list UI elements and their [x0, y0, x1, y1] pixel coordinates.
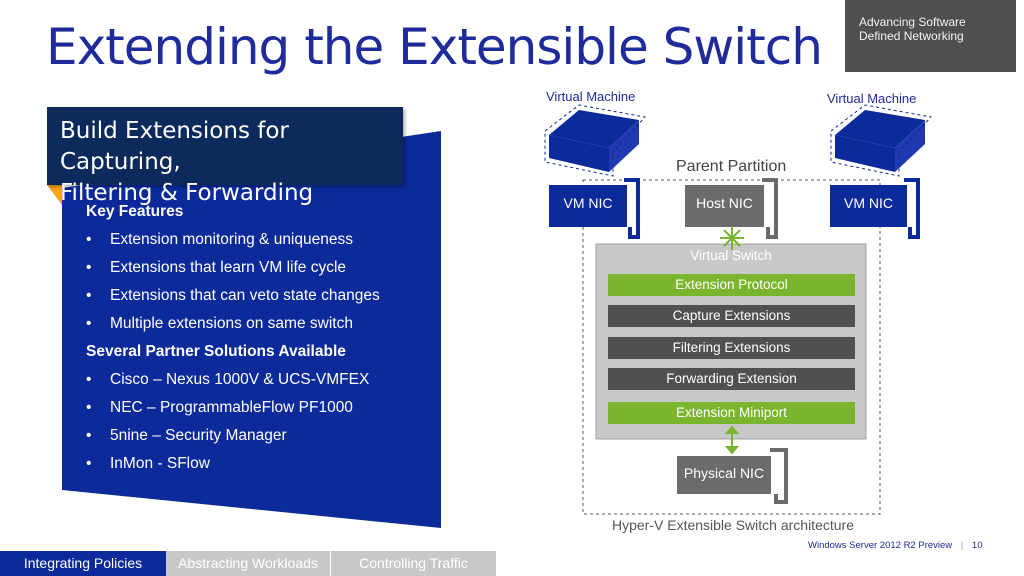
- nic-card-host: [685, 178, 778, 239]
- features-list: Key Features • Extension monitoring & uni…: [86, 200, 431, 480]
- list-item: • 5nine – Security Manager: [86, 424, 431, 452]
- corner-label-box: Advancing Software Defined Networking: [845, 0, 1016, 72]
- list-item-text: InMon - SFlow: [110, 455, 210, 472]
- bullet: •: [86, 259, 92, 276]
- orange-accent: [47, 185, 62, 205]
- subtitle-box: Build Extensions for Capturing, Filterin…: [47, 107, 403, 206]
- host-nic-label: Host NIC: [696, 195, 753, 211]
- nic-card-right: [830, 178, 920, 239]
- physical-nic-label: Physical NIC: [683, 465, 765, 481]
- slide-title: Extending the Extensible Switch: [46, 18, 823, 76]
- corner-label-line2: Defined Networking: [859, 29, 964, 43]
- vm-label-left: Virtual Machine: [546, 89, 636, 104]
- list-item: • Cisco – Nexus 1000V & UCS-VMFEX: [86, 368, 431, 396]
- bullet: •: [86, 315, 92, 332]
- subtitle-line2: Filtering & Forwarding: [60, 180, 314, 206]
- page-number: 10: [971, 540, 983, 551]
- layer-extension-miniport: Extension Miniport: [608, 402, 855, 424]
- footer-product-info: Windows Server 2012 R2 Preview | 10: [808, 540, 982, 551]
- diagram-caption: Hyper-V Extensible Switch architecture: [612, 517, 854, 533]
- bullet: •: [86, 427, 92, 444]
- features-heading-partners: Several Partner Solutions Available: [86, 343, 346, 360]
- features-heading-key: Key Features: [86, 203, 184, 220]
- list-item: • InMon - SFlow: [86, 452, 431, 480]
- nic-card-left: [549, 178, 640, 239]
- server-icon: [544, 104, 646, 177]
- double-arrow-icon: [724, 425, 740, 455]
- physical-nic-card: [677, 448, 788, 504]
- list-item-text: NEC – ProgrammableFlow PF1000: [110, 399, 353, 416]
- panel-shadow: [62, 131, 441, 528]
- tab-controlling-traffic[interactable]: Controlling Traffic: [331, 551, 496, 576]
- list-item: • Extensions that learn VM life cycle: [86, 256, 431, 284]
- list-item: • Extension monitoring & uniqueness: [86, 228, 431, 256]
- list-item: • Multiple extensions on same switch: [86, 312, 431, 340]
- list-item: • NEC – ProgrammableFlow PF1000: [86, 396, 431, 424]
- list-item-text: Extensions that can veto state changes: [110, 287, 380, 304]
- tab-integrating-policies[interactable]: Integrating Policies: [0, 551, 166, 576]
- subtitle-line1: Build Extensions for Capturing,: [60, 118, 289, 175]
- bullet: •: [86, 287, 92, 304]
- list-item-text: 5nine – Security Manager: [110, 427, 287, 444]
- server-icon: [830, 104, 932, 177]
- bullet: •: [86, 455, 92, 472]
- bullet: •: [86, 231, 92, 248]
- footer-tabs: Integrating Policies Abstracting Workloa…: [0, 551, 496, 576]
- corner-label-line1: Advancing Software: [859, 15, 966, 29]
- layer-extension-protocol: Extension Protocol: [608, 274, 855, 296]
- tab-abstracting-workloads[interactable]: Abstracting Workloads: [166, 551, 330, 576]
- layer-forwarding-extension: Forwarding Extension: [608, 368, 855, 390]
- layer-filtering-extensions: Filtering Extensions: [608, 337, 855, 359]
- parent-partition-label: Parent Partition: [676, 158, 787, 175]
- bullet: •: [86, 399, 92, 416]
- vm-nic-right-label: VM NIC: [844, 195, 893, 211]
- bullet: •: [86, 371, 92, 388]
- list-item-text: Extensions that learn VM life cycle: [110, 259, 347, 276]
- vm-nic-left-label: VM NIC: [563, 195, 613, 211]
- virtual-switch-label: Virtual Switch: [690, 248, 772, 263]
- list-item-text: Multiple extensions on same switch: [110, 315, 353, 332]
- list-item-text: Extension monitoring & uniqueness: [110, 231, 353, 248]
- vm-label-right: Virtual Machine: [827, 91, 917, 106]
- switch-icon: [720, 226, 744, 250]
- list-item-text: Cisco – Nexus 1000V & UCS-VMFEX: [110, 371, 370, 388]
- footer-separator: |: [960, 540, 964, 551]
- product-name: Windows Server 2012 R2 Preview: [808, 540, 953, 551]
- parent-partition-border: [582, 179, 881, 515]
- list-item: • Extensions that can veto state changes: [86, 284, 431, 312]
- layer-capture-extensions: Capture Extensions: [608, 305, 855, 327]
